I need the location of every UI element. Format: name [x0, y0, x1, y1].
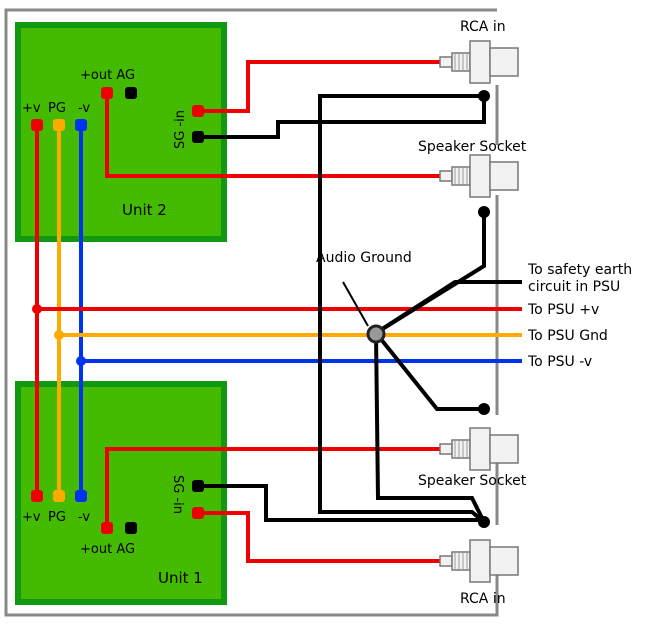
psu-ground-label: To PSU Gnd: [527, 328, 608, 344]
unit1-neg-terminal: [75, 490, 87, 502]
unit1-pin-label-sg-in: SG -in: [170, 475, 185, 514]
junction-speaker-bottom-ground: [478, 403, 490, 415]
unit1-pg-terminal: [53, 490, 65, 502]
rca-bottom-label: RCA in: [460, 591, 506, 607]
unit2-name: Unit 2: [122, 201, 167, 219]
unit2-sg-ground-terminal: [192, 131, 204, 143]
unit2-out-terminal: [101, 87, 113, 99]
unit2-pos-terminal: [31, 119, 43, 131]
unit1-ag-terminal: [125, 522, 137, 534]
speaker-bottom-connector: [439, 427, 519, 471]
unit2-pin-label-out: +out AG: [80, 68, 135, 83]
psu-negative-label: To PSU -v: [527, 354, 592, 370]
psu-earth-label-line2: circuit in PSU: [528, 279, 620, 295]
unit2-pin-label-sg-in: SG -in: [173, 110, 188, 149]
wire-rca-bottom-ground: [374, 332, 486, 523]
unit1-pin-label-out: +out AG: [80, 542, 135, 557]
wire-unit1-out-to-speaker: [105, 447, 440, 528]
unit1-name: Unit 1: [158, 569, 203, 587]
unit1-sg-ground-terminal: [192, 480, 204, 492]
rca-top-connector: [439, 40, 519, 84]
speaker-bottom-label: Speaker Socket: [418, 473, 527, 489]
wire-speaker-top-ground: [374, 212, 486, 335]
unit1-out-terminal: [101, 522, 113, 534]
junction-positive: [32, 304, 42, 314]
unit2-sg-in-terminal: [192, 105, 204, 117]
junction-negative: [76, 356, 86, 366]
wire-unit1-sg-to-rca: [198, 511, 440, 563]
psu-earth-label-line1: To safety earth: [527, 262, 632, 278]
unit-2-board: [15, 22, 227, 242]
junction-rca-bottom-ground: [478, 516, 490, 528]
unit1-sg-in-terminal: [192, 507, 204, 519]
junction-ground: [54, 330, 64, 340]
unit1-pos-terminal: [31, 490, 43, 502]
unit2-pin-label-pg: PG: [48, 101, 66, 116]
wire-earth: [374, 280, 522, 335]
wire-unit2-out-to-speaker: [105, 93, 440, 178]
wire-unit2-sg-to-rca: [198, 60, 440, 113]
audio-ground-label: Audio Ground: [316, 250, 412, 266]
psu-positive-label: To PSU +v: [527, 302, 599, 318]
wire-unit2-sg-ground: [198, 96, 486, 139]
unit-1-board: [15, 381, 227, 605]
speaker-top-label: Speaker Socket: [418, 139, 527, 155]
unit2-pg-terminal: [53, 119, 65, 131]
unit1-pin-label-neg: -v: [78, 510, 90, 525]
wire-speaker-bottom-ground: [374, 331, 484, 411]
junction-speaker-top-ground: [478, 206, 490, 218]
audio-ground-star-point: [366, 324, 386, 344]
unit2-pin-label-pos: +v: [22, 101, 41, 116]
junction-rca-top-ground: [478, 90, 490, 102]
unit2-pin-label-neg: -v: [78, 101, 90, 116]
unit2-ag-terminal: [125, 87, 137, 99]
enclosure-outline: [4, 8, 499, 617]
unit2-neg-terminal: [75, 119, 87, 131]
speaker-top-connector: [439, 154, 519, 198]
wire-rca-top-ground-loop: [318, 94, 486, 524]
unit1-pin-label-pg: PG: [48, 510, 66, 525]
wire-unit1-sg-ground: [198, 484, 484, 522]
audio-ground-pointer: [342, 281, 369, 327]
rca-bottom-connector: [439, 539, 519, 583]
rca-top-label: RCA in: [460, 19, 506, 35]
unit1-pin-label-pos: +v: [22, 510, 41, 525]
